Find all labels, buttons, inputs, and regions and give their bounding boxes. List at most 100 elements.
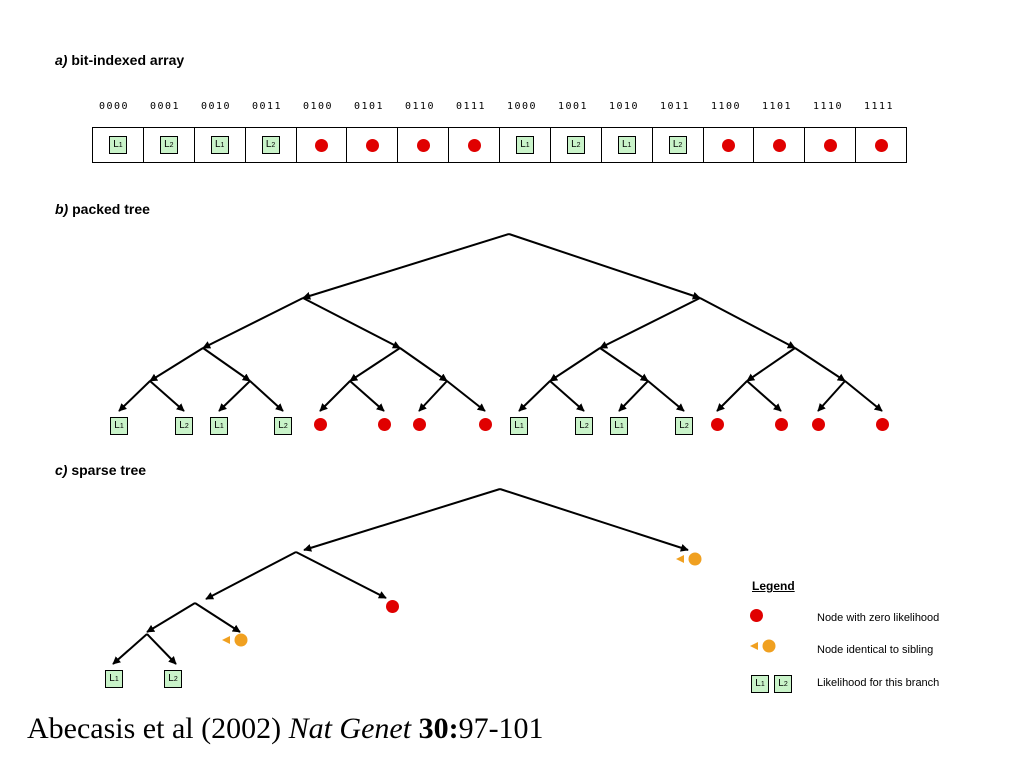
array-cell xyxy=(347,128,399,162)
tree-edge xyxy=(194,602,241,633)
zero-node xyxy=(385,599,399,618)
bit-label: 0110 xyxy=(404,101,436,112)
section-c-title: c) sparse tree xyxy=(55,462,147,478)
tree-edge xyxy=(549,347,601,382)
legend-identical-text: Node identical to sibling xyxy=(817,644,934,656)
bit-label: 0010 xyxy=(200,101,232,112)
zero-node xyxy=(467,138,481,152)
tree-edge xyxy=(303,488,501,552)
bit-label: 0101 xyxy=(353,101,385,112)
citation-pages: 97-101 xyxy=(458,712,544,745)
tree-edge xyxy=(146,633,177,665)
bit-label: 0000 xyxy=(98,101,130,112)
tree-edge xyxy=(302,297,401,349)
bit-label: 1111 xyxy=(863,101,895,112)
tree-edge xyxy=(746,347,796,382)
bit-label: 0011 xyxy=(251,101,283,112)
array-cell xyxy=(398,128,450,162)
array-cell xyxy=(805,128,857,162)
zero-node xyxy=(365,138,379,152)
identical-node xyxy=(222,632,252,653)
zero-node xyxy=(710,417,724,436)
legend-identical-icon xyxy=(750,639,776,653)
tree-edge xyxy=(149,347,204,382)
tree-edge xyxy=(446,380,486,412)
tree-edge xyxy=(295,551,387,599)
array-cell xyxy=(704,128,755,162)
bit-label: 1010 xyxy=(608,101,640,112)
tree-edge xyxy=(218,380,251,412)
tree-edge xyxy=(508,233,701,300)
citation-volume: 30: xyxy=(411,712,459,745)
tree-edge xyxy=(599,347,649,382)
bit-label: 1101 xyxy=(761,101,793,112)
legend-likelihood-text: Likelihood for this branch xyxy=(817,677,940,689)
section-b-title: b) packed tree xyxy=(55,201,150,217)
zero-node xyxy=(823,138,837,152)
legend-zero-text: Node with zero likelihood xyxy=(817,612,940,624)
array-cell xyxy=(856,128,906,162)
tree-edge xyxy=(518,380,551,412)
zero-node xyxy=(774,417,788,436)
zero-node xyxy=(412,417,426,436)
array-cell xyxy=(297,128,348,162)
citation-authors: Abecasis et al (2002) xyxy=(27,712,289,745)
tree-edge xyxy=(349,380,385,412)
bit-label: 0001 xyxy=(149,101,181,112)
section-a-title: a) bit-indexed array xyxy=(55,52,185,68)
tree-edge xyxy=(817,380,846,412)
bit-label: 1100 xyxy=(710,101,742,112)
tree-edge xyxy=(549,380,585,412)
tree-edge xyxy=(112,633,148,665)
bit-label: 1001 xyxy=(557,101,589,112)
bit-label: 0111 xyxy=(455,101,487,112)
tree-edge xyxy=(249,380,284,412)
identical-node xyxy=(676,551,706,572)
tree-edge xyxy=(349,347,401,382)
tree-edge xyxy=(118,380,151,412)
zero-node xyxy=(377,417,391,436)
tree-edge xyxy=(746,380,782,412)
zero-node xyxy=(313,417,327,436)
legend-title: Legend xyxy=(752,579,795,593)
tree-edge xyxy=(699,297,796,349)
bit-label: 0100 xyxy=(302,101,334,112)
tree-edge xyxy=(794,347,846,382)
tree-edge xyxy=(302,233,510,300)
tree-edge xyxy=(202,347,251,382)
bit-label: 1110 xyxy=(812,101,844,112)
array-cell xyxy=(754,128,806,162)
zero-node xyxy=(811,417,825,436)
bit-label: 1000 xyxy=(506,101,538,112)
tree-edge xyxy=(146,602,196,633)
zero-node xyxy=(874,138,888,152)
tree-edge xyxy=(716,380,748,412)
tree-edge xyxy=(647,380,685,412)
legend-zero-icon xyxy=(750,609,763,622)
tree-edge xyxy=(202,297,304,349)
tree-edge xyxy=(499,488,689,552)
tree-edge xyxy=(599,297,701,349)
zero-node xyxy=(772,138,786,152)
zero-node xyxy=(478,417,492,436)
zero-node xyxy=(416,138,430,152)
zero-node xyxy=(875,417,889,436)
tree-edge xyxy=(399,347,448,382)
